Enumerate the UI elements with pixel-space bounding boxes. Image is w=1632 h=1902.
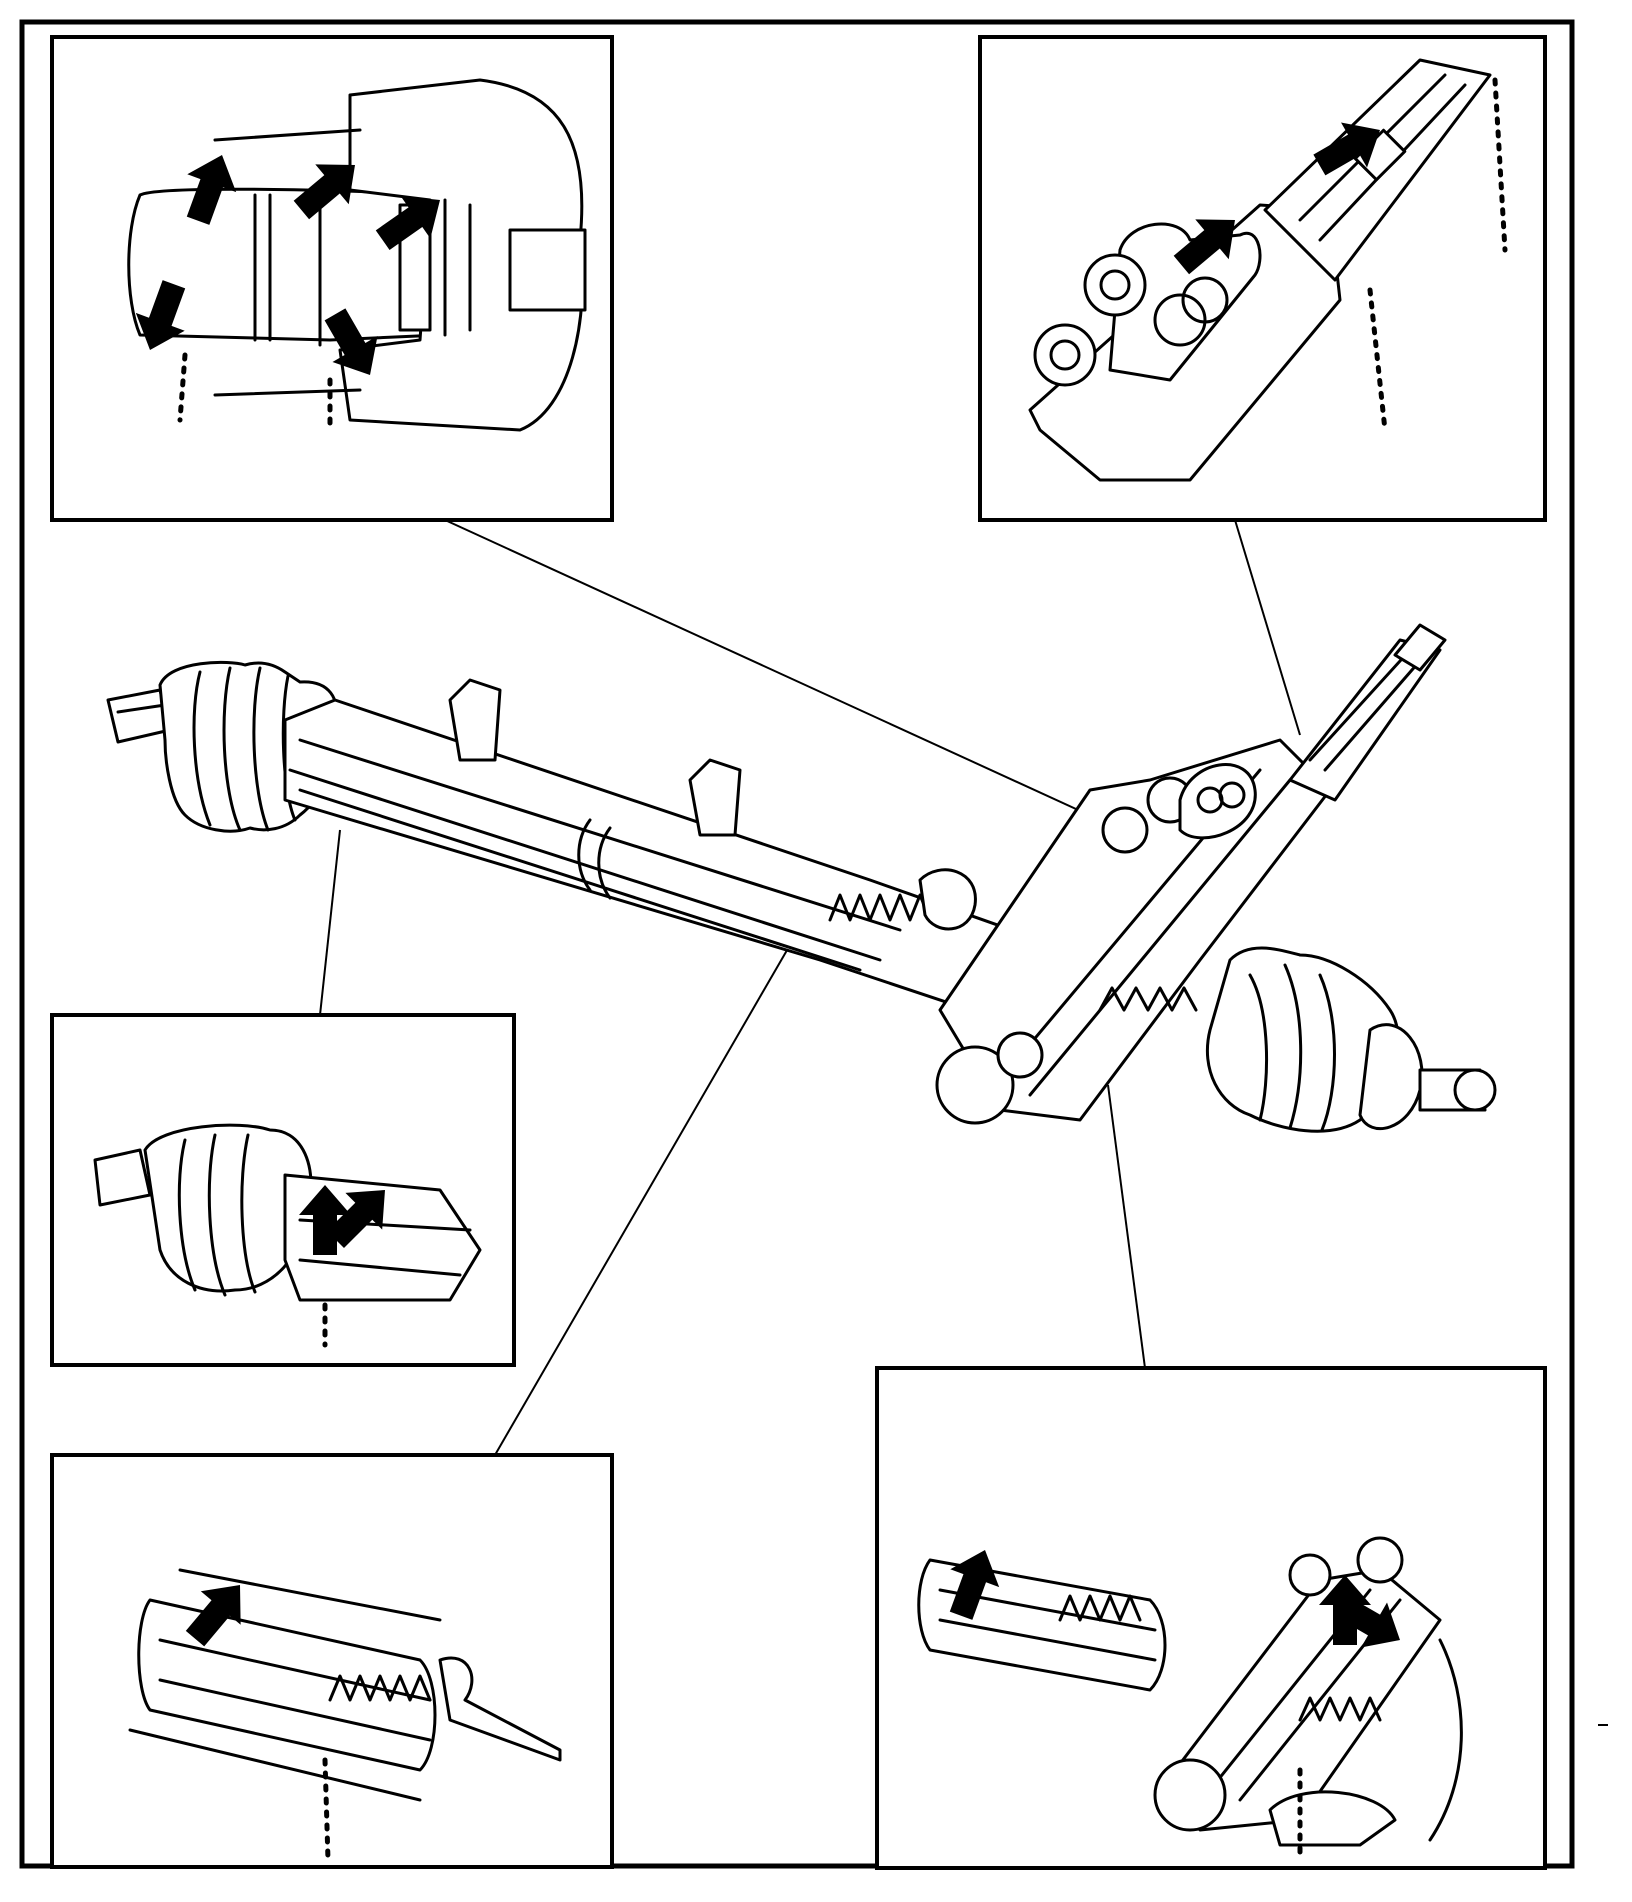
detail-bottom-left	[50, 1453, 614, 1869]
rack-and-pinion-assembly	[106, 623, 1497, 1133]
detail-bottom-right	[875, 1366, 1547, 1870]
detail-top-right	[978, 35, 1547, 522]
outer-frame	[19, 19, 1575, 1869]
pinion-valve-housing	[935, 623, 1447, 1125]
right-boot	[1098, 946, 1400, 1133]
detail-mid-left	[50, 1013, 516, 1367]
rack-housing	[283, 678, 1042, 1022]
leader-lines	[319, 519, 1301, 1456]
detail-top-left	[50, 35, 614, 522]
